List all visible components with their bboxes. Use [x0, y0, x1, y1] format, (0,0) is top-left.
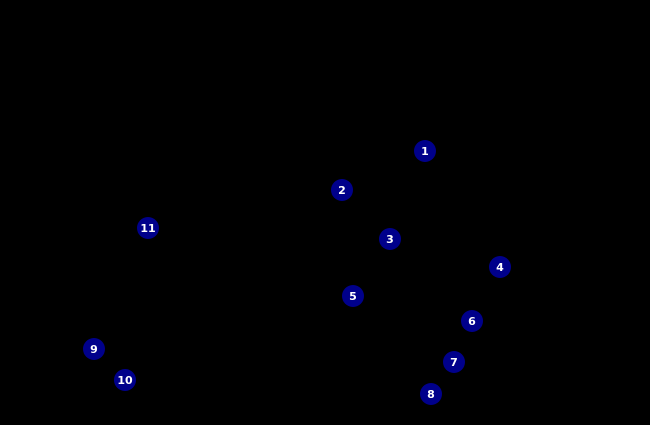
- annotation-marker-7[interactable]: 7: [443, 351, 465, 373]
- annotation-marker-4[interactable]: 4: [489, 256, 511, 278]
- annotation-marker-8[interactable]: 8: [420, 383, 442, 405]
- annotation-marker-3[interactable]: 3: [379, 228, 401, 250]
- annotation-marker-10[interactable]: 10: [114, 369, 136, 391]
- annotation-marker-11[interactable]: 11: [137, 217, 159, 239]
- annotation-marker-6[interactable]: 6: [461, 310, 483, 332]
- annotation-marker-5[interactable]: 5: [342, 285, 364, 307]
- annotation-marker-9[interactable]: 9: [83, 338, 105, 360]
- annotation-marker-2[interactable]: 2: [331, 179, 353, 201]
- annotation-marker-1[interactable]: 1: [414, 140, 436, 162]
